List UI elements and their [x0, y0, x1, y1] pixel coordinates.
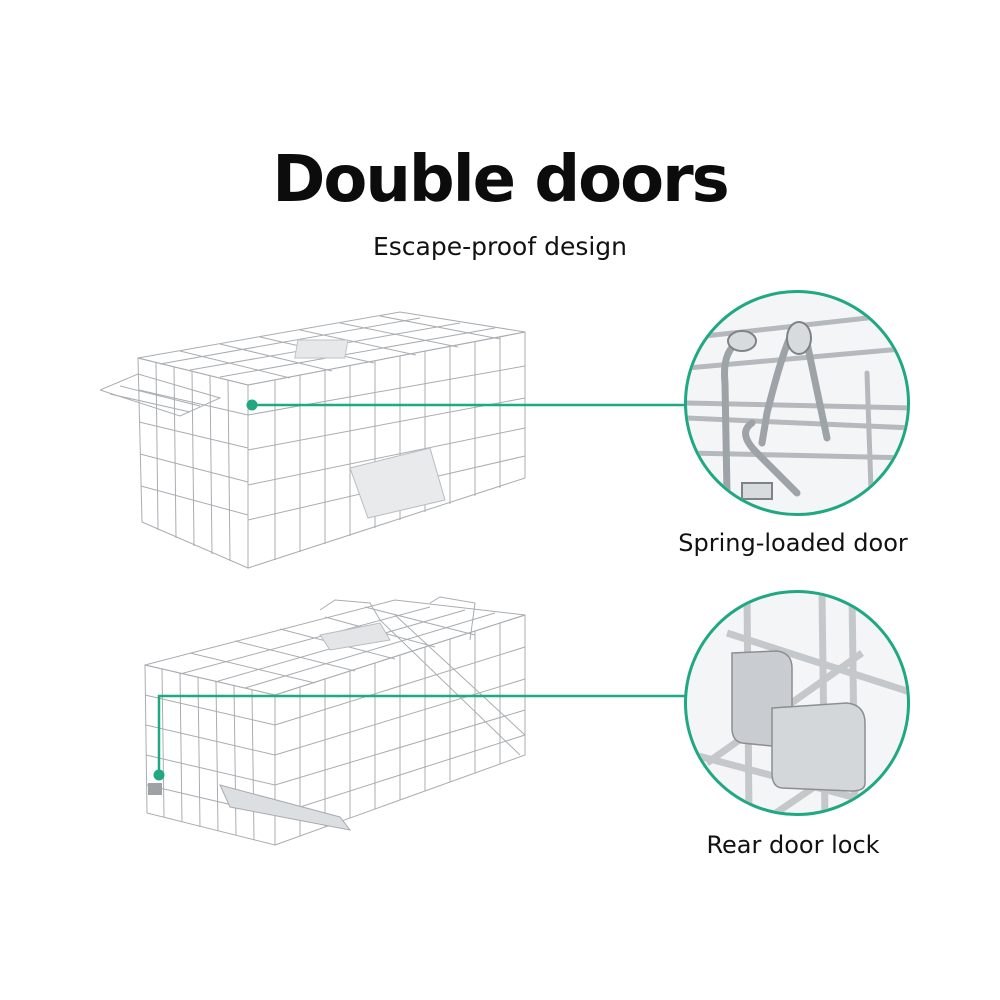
page-title: Double doors: [272, 143, 730, 217]
feature-label-spring-door: Spring-loaded door: [678, 529, 908, 557]
cage-bottom-image: [144, 596, 526, 846]
door-lock-clip-icon: [687, 593, 907, 813]
spring-hinge-icon: [687, 311, 907, 513]
connector-spring-door: [246, 399, 690, 411]
cage-top-image: [100, 311, 526, 569]
rear-lock-closeup: [684, 590, 910, 816]
connector-rear-lock: [153, 694, 690, 781]
feature-label-rear-lock: Rear door lock: [706, 831, 880, 859]
spring-door-closeup: [684, 290, 910, 516]
page-subtitle: Escape-proof design: [372, 232, 628, 261]
